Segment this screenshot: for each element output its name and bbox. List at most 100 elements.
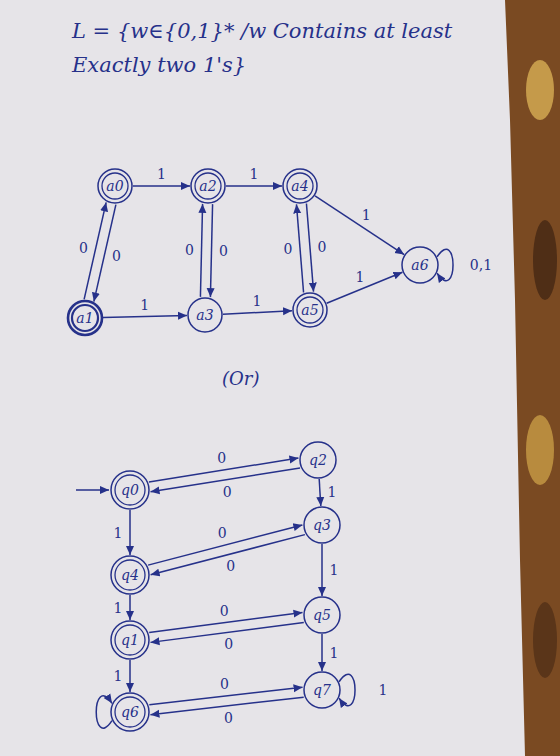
state-name: q6 bbox=[121, 704, 139, 720]
accept-ring bbox=[287, 173, 313, 199]
transition-label: 0 bbox=[221, 484, 234, 500]
transition-label: 1 bbox=[138, 297, 151, 313]
transition-arrow bbox=[129, 510, 131, 555]
transition-label: 0 bbox=[218, 603, 231, 619]
state-circle: a3 bbox=[187, 297, 223, 333]
state-text-holder: q5 bbox=[303, 596, 341, 634]
state-circle: a2 bbox=[190, 168, 226, 204]
transition-arrow bbox=[96, 696, 112, 728]
transition-arrow bbox=[319, 479, 321, 506]
transition-arrow bbox=[437, 249, 453, 280]
state-circle: q5 bbox=[303, 596, 341, 634]
transition-arrow bbox=[103, 315, 187, 317]
transition-label: 1 bbox=[112, 600, 125, 616]
accept-ring bbox=[102, 173, 128, 199]
state-name: q2 bbox=[309, 452, 327, 468]
transition-arrow bbox=[321, 544, 323, 596]
transition-label: 1 bbox=[328, 645, 341, 661]
transition-arrow bbox=[210, 204, 212, 297]
state-circle: a6 bbox=[401, 246, 439, 284]
transition-label: 0 bbox=[183, 242, 196, 258]
state-name: a0 bbox=[106, 178, 123, 194]
state-circle: a0 bbox=[97, 168, 133, 204]
state-circle: a4 bbox=[282, 168, 318, 204]
state-text-holder: a2 bbox=[190, 168, 226, 204]
state-circle: q4 bbox=[110, 555, 150, 595]
transition-label: 0 bbox=[315, 239, 328, 255]
state-text-holder: a5 bbox=[292, 292, 328, 328]
state-circle: q6 bbox=[110, 692, 150, 732]
state-ring bbox=[191, 169, 225, 203]
state-circle: a5 bbox=[292, 292, 328, 328]
state-name: q1 bbox=[121, 632, 139, 648]
state-text-holder: q0 bbox=[110, 470, 150, 510]
transition-arrow bbox=[339, 674, 355, 705]
start-arrow bbox=[76, 489, 109, 491]
state-name: q5 bbox=[313, 607, 331, 623]
state-text-holder: a0 bbox=[97, 168, 133, 204]
transition-arrow bbox=[129, 660, 131, 692]
state-text-holder: q1 bbox=[110, 620, 150, 660]
transition-label: 0 bbox=[222, 710, 235, 726]
state-text-holder: a3 bbox=[187, 297, 223, 333]
transition-arrow bbox=[315, 196, 404, 255]
note-label: (Or) bbox=[222, 368, 259, 389]
state-ring bbox=[98, 169, 132, 203]
state-ring bbox=[293, 293, 327, 327]
state-circle: q2 bbox=[299, 441, 337, 479]
transition-label: 1 bbox=[250, 293, 263, 309]
state-circle: q0 bbox=[110, 470, 150, 510]
accept-ring bbox=[115, 560, 145, 590]
state-name: a6 bbox=[411, 257, 428, 273]
transition-label: 1 bbox=[354, 269, 367, 285]
state-ring bbox=[304, 507, 340, 543]
state-circle: a1 bbox=[67, 300, 103, 336]
state-name: a1 bbox=[76, 310, 93, 326]
transition-arrow bbox=[226, 185, 282, 187]
state-ring bbox=[304, 672, 340, 708]
state-ring bbox=[300, 442, 336, 478]
transition-arrow bbox=[223, 311, 292, 314]
transition-arrow bbox=[133, 185, 190, 187]
state-ring bbox=[402, 247, 438, 283]
transition-label: 0 bbox=[218, 676, 231, 692]
transition-label: 1 bbox=[155, 166, 168, 182]
fabric-background bbox=[505, 0, 560, 756]
transition-label: 0 bbox=[217, 243, 230, 259]
transition-label: 1 bbox=[112, 668, 125, 684]
transition-label: 1 bbox=[248, 166, 261, 182]
state-ring bbox=[188, 298, 222, 332]
title: L = {w∈{0,1}* /w Contains at least Exact… bbox=[72, 14, 472, 82]
transition-arrow bbox=[306, 204, 313, 292]
transition-label: 1 bbox=[326, 484, 339, 500]
accept-ring bbox=[115, 625, 145, 655]
state-text-holder: q2 bbox=[299, 441, 337, 479]
state-text-holder: a1 bbox=[67, 300, 103, 336]
transition-arrow bbox=[296, 204, 303, 292]
transition-label: 0,1 bbox=[468, 257, 494, 273]
state-name: q0 bbox=[121, 482, 139, 498]
fabric-pattern bbox=[526, 60, 554, 120]
state-name: a5 bbox=[301, 302, 318, 318]
fabric-pattern bbox=[533, 220, 557, 300]
transition-label: 0 bbox=[215, 450, 228, 466]
state-name: q3 bbox=[313, 517, 331, 533]
transition-arrow bbox=[321, 634, 323, 671]
state-ring bbox=[283, 169, 317, 203]
transition-label: 0 bbox=[282, 241, 295, 257]
state-text-holder: q6 bbox=[110, 692, 150, 732]
state-ring bbox=[111, 556, 149, 594]
state-ring bbox=[111, 471, 149, 509]
state-name: q7 bbox=[313, 682, 331, 698]
state-name: a4 bbox=[291, 178, 308, 194]
accept-ring bbox=[72, 305, 98, 331]
state-name: q4 bbox=[121, 567, 139, 583]
transition-label: 1 bbox=[112, 525, 125, 541]
transition-label: 1 bbox=[328, 562, 341, 578]
state-circle: q7 bbox=[303, 671, 341, 709]
fabric-pattern bbox=[533, 602, 557, 678]
transition-label: 0 bbox=[224, 558, 237, 574]
state-text-holder: q3 bbox=[303, 506, 341, 544]
